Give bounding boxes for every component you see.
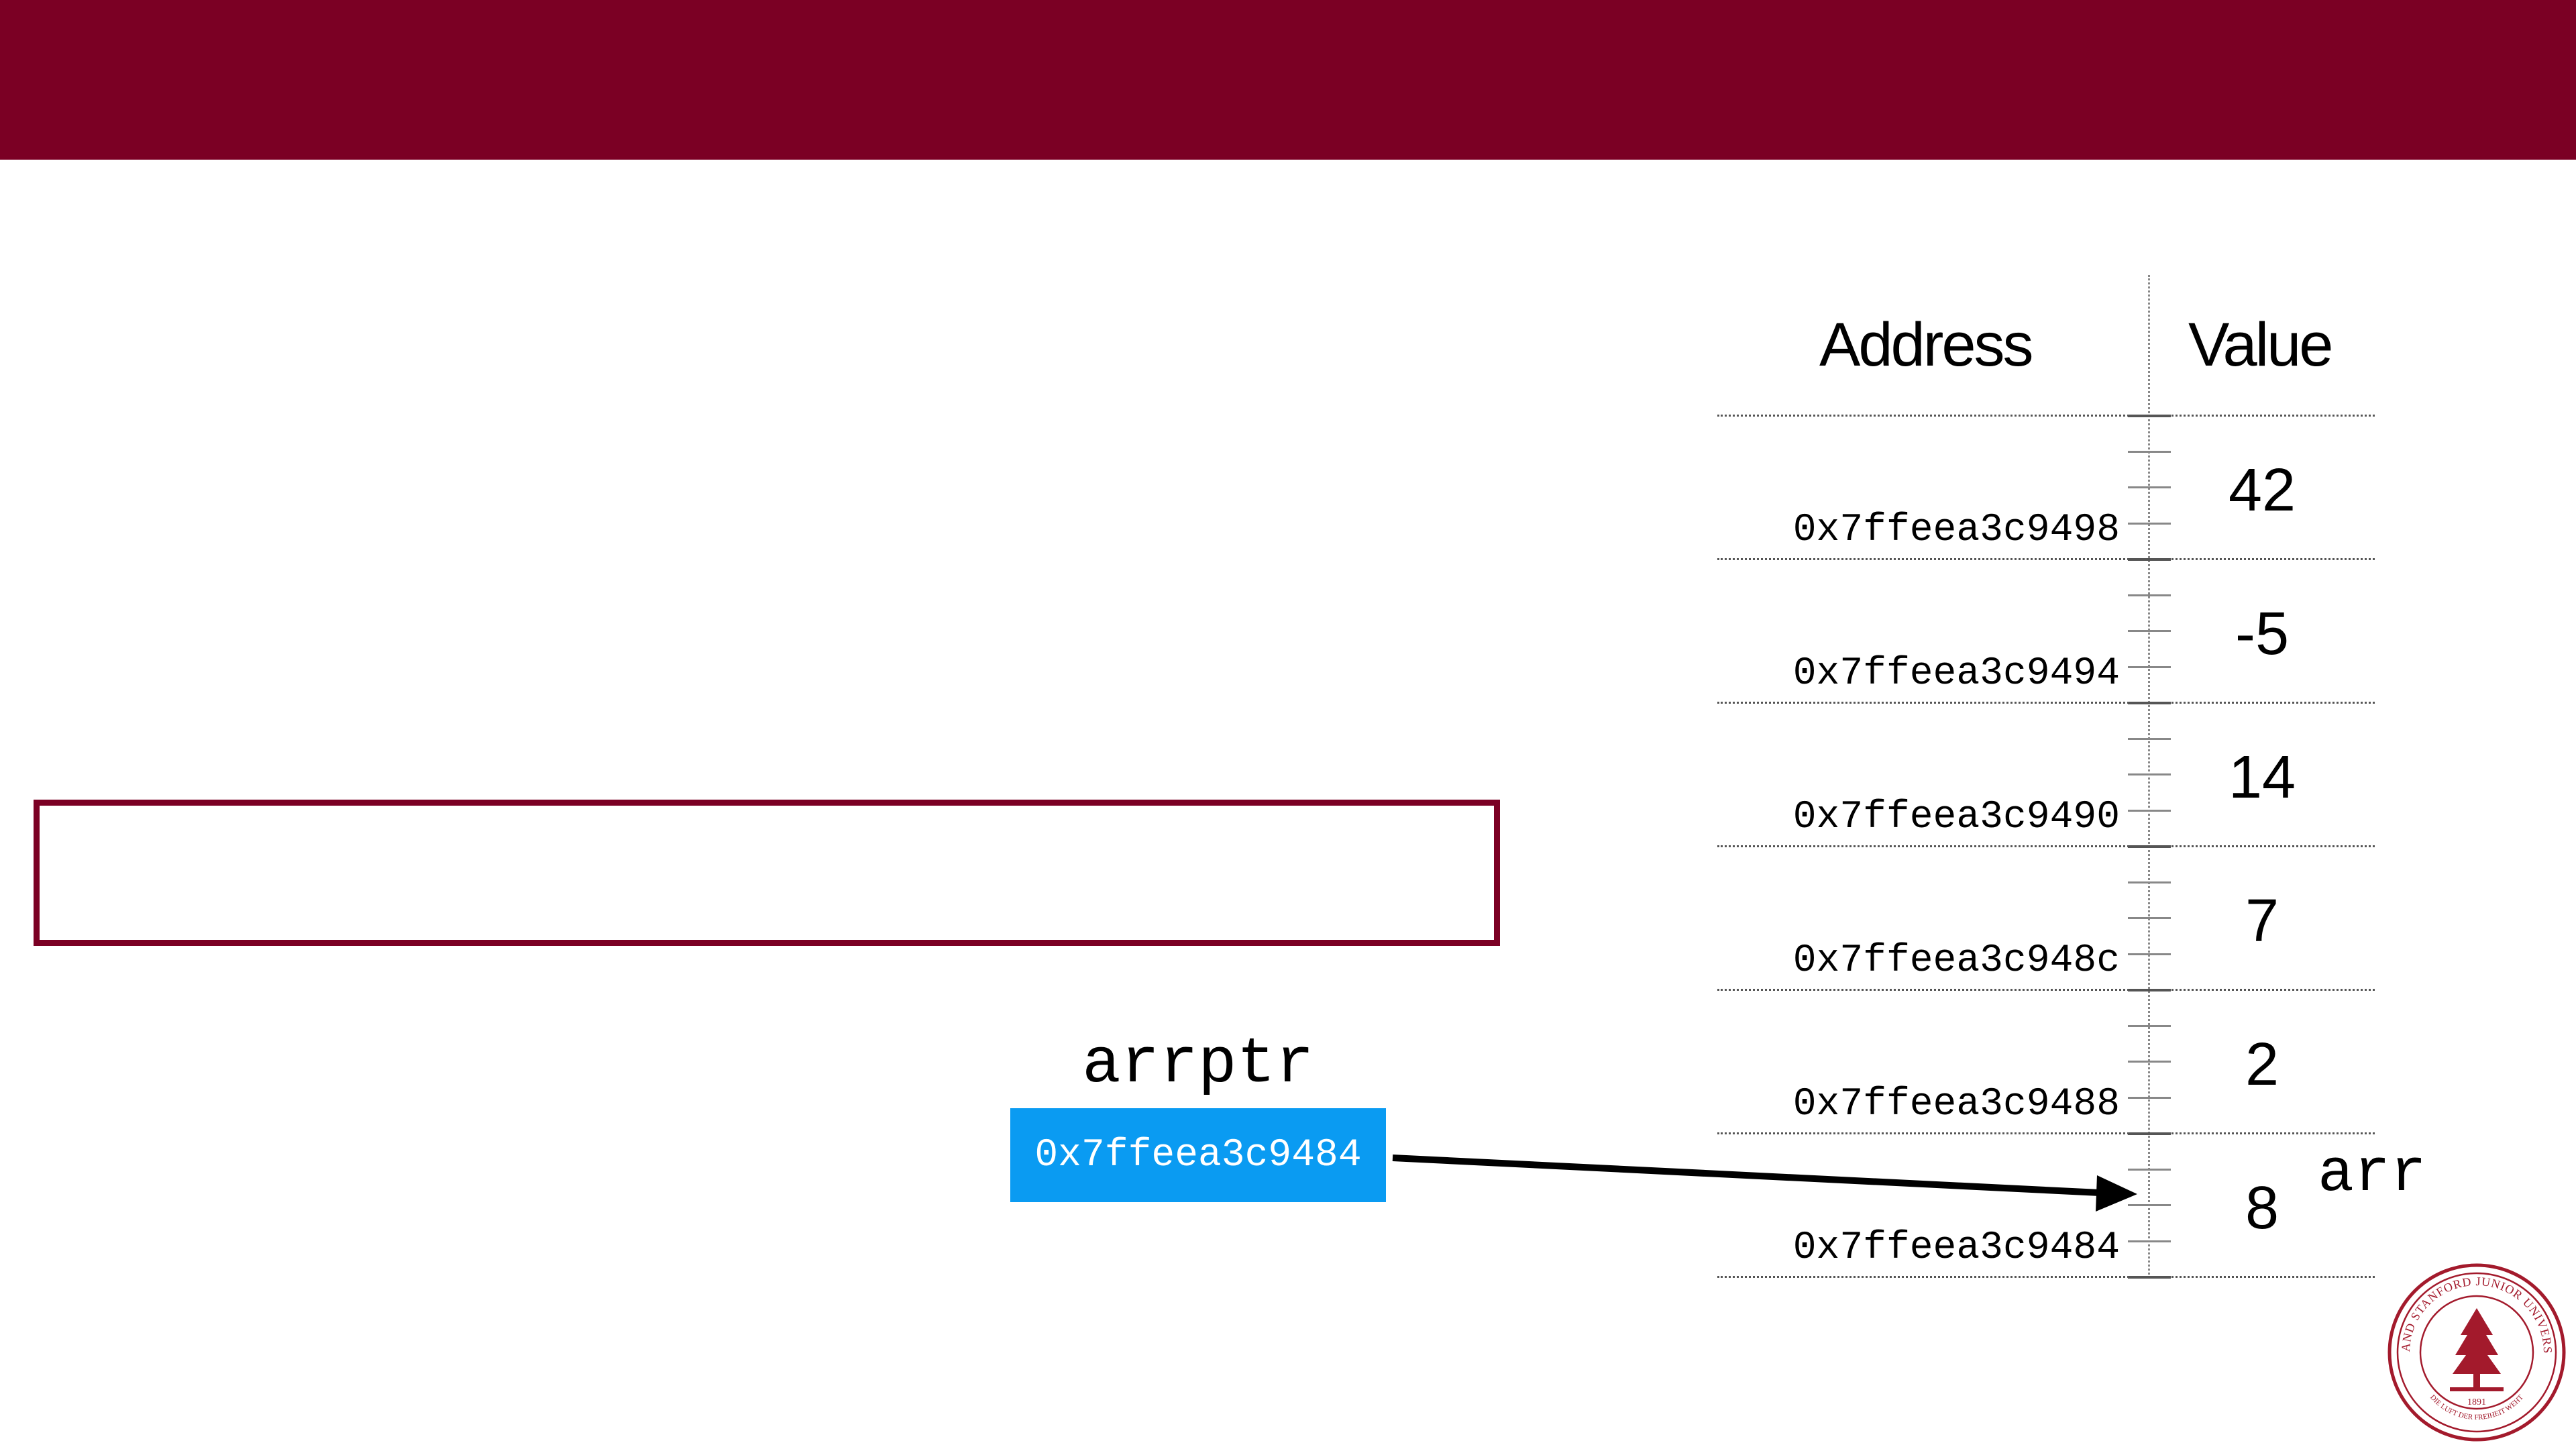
byte-tick bbox=[2128, 1168, 2171, 1171]
byte-tick bbox=[2128, 486, 2171, 488]
pointer-value-box: 0x7ffeea3c9484 bbox=[1010, 1108, 1386, 1202]
value-column-header: Value bbox=[2188, 311, 2333, 379]
pointer-name: arrptr bbox=[1082, 1028, 1314, 1101]
memory-row-divider bbox=[1717, 558, 2375, 560]
byte-tick bbox=[2128, 1061, 2171, 1063]
stanford-seal: LELAND STANFORD JUNIOR UNIVERSITY DIE LU… bbox=[2385, 1261, 2566, 1442]
byte-tick bbox=[2128, 522, 2171, 525]
memory-row-divider bbox=[1717, 1132, 2375, 1134]
memory-address: 0x7ffeea3c9498 bbox=[1792, 508, 2120, 552]
address-column-header: Address bbox=[1819, 311, 2033, 379]
byte-tick bbox=[2128, 1240, 2171, 1242]
byte-tick bbox=[2128, 1096, 2171, 1099]
memory-address: 0x7ffeea3c9488 bbox=[1792, 1083, 2120, 1126]
memory-row-divider bbox=[1717, 845, 2375, 847]
byte-tick bbox=[2128, 845, 2171, 848]
byte-tick bbox=[2128, 594, 2171, 596]
byte-tick bbox=[2128, 450, 2171, 453]
memory-row-divider bbox=[1717, 989, 2375, 991]
byte-tick bbox=[2128, 415, 2171, 417]
header-bar bbox=[0, 0, 2576, 160]
memory-value: 2 bbox=[2245, 1031, 2279, 1098]
memory-row-divider bbox=[1717, 415, 2375, 417]
byte-tick bbox=[2128, 702, 2171, 704]
memory-address: 0x7ffeea3c9484 bbox=[1792, 1226, 2120, 1270]
memory-row-divider bbox=[1717, 1276, 2375, 1278]
seal-year: 1891 bbox=[2467, 1397, 2486, 1407]
memory-value: 42 bbox=[2228, 457, 2296, 524]
byte-tick bbox=[2128, 773, 2171, 775]
byte-tick bbox=[2128, 558, 2171, 561]
byte-tick bbox=[2128, 917, 2171, 919]
byte-tick bbox=[2128, 881, 2171, 883]
memory-address: 0x7ffeea3c9490 bbox=[1792, 796, 2120, 839]
byte-tick bbox=[2128, 809, 2171, 812]
code-box bbox=[34, 800, 1500, 946]
arrow-shaft bbox=[1392, 1155, 2100, 1196]
memory-value: 7 bbox=[2245, 888, 2279, 955]
byte-tick bbox=[2128, 737, 2171, 740]
memory-value: 8 bbox=[2245, 1175, 2279, 1242]
byte-tick bbox=[2128, 1024, 2171, 1027]
memory-address: 0x7ffeea3c9494 bbox=[1792, 652, 2120, 696]
memory-value: -5 bbox=[2235, 600, 2290, 667]
pointer-value: 0x7ffeea3c9484 bbox=[1034, 1133, 1362, 1177]
memory-value: 14 bbox=[2228, 744, 2296, 811]
memory-row-divider bbox=[1717, 702, 2375, 704]
byte-tick bbox=[2128, 1132, 2171, 1135]
array-label: arr bbox=[2318, 1140, 2427, 1209]
byte-tick bbox=[2128, 665, 2171, 668]
tree-icon bbox=[2450, 1308, 2504, 1391]
memory-address: 0x7ffeea3c948c bbox=[1792, 939, 2120, 983]
byte-tick bbox=[2128, 1276, 2171, 1279]
byte-tick bbox=[2128, 989, 2171, 991]
byte-tick bbox=[2128, 953, 2171, 955]
byte-tick bbox=[2128, 1204, 2171, 1206]
byte-tick bbox=[2128, 630, 2171, 632]
